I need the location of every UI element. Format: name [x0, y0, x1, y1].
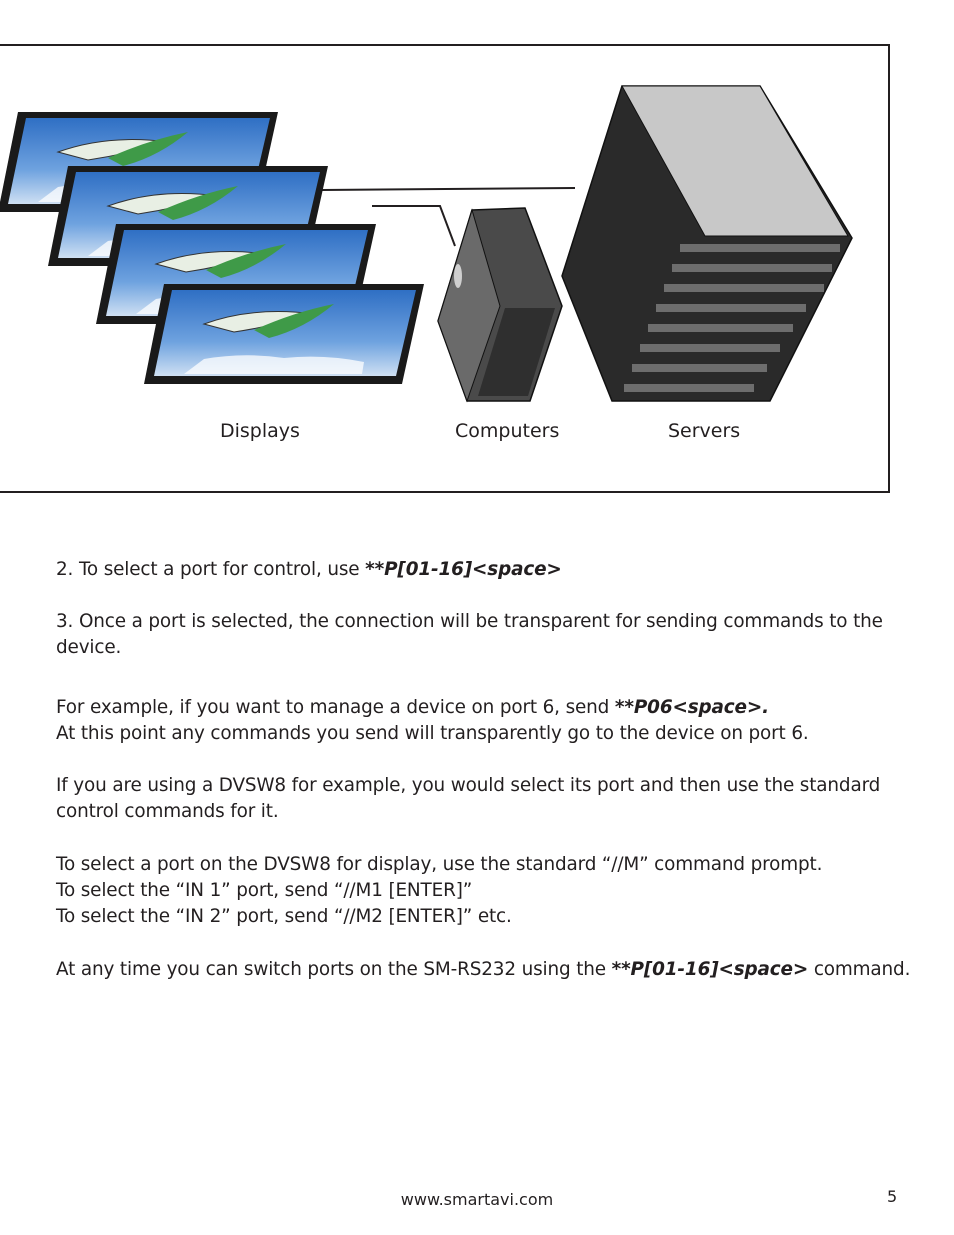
dvsw8-paragraph: If you are using a DVSW8 for example, yo… — [56, 773, 916, 825]
switch-ports-text: At any time you can switch ports on the … — [56, 959, 612, 980]
caption-displays: Displays — [220, 420, 300, 442]
dvsw8-text: If you are using a DVSW8 for example, yo… — [56, 775, 881, 822]
server-rack-icon — [561, 85, 853, 402]
example-command: **P06<space>. — [614, 697, 769, 718]
dvsw8-display-paragraph: To select a port on the DVSW8 for displa… — [56, 852, 916, 930]
computer-tower-icon — [437, 207, 563, 403]
dvsw8-line1: To select a port on the DVSW8 for displa… — [56, 854, 823, 875]
step-select-port-text: 2. To select a port for control, use — [56, 559, 366, 580]
step-select-port: 2. To select a port for control, use **P… — [56, 557, 916, 583]
caption-computers: Computers — [455, 420, 560, 442]
switch-ports-paragraph: At any time you can switch ports on the … — [56, 957, 936, 983]
diagram-illustration — [0, 85, 853, 403]
example-text: For example, if you want to manage a dev… — [56, 697, 615, 718]
dvsw8-line2: To select the “IN 1” port, send “//M1 [E… — [56, 880, 473, 901]
page-number: 5 — [887, 1187, 898, 1206]
port-command: **P[01-16]<space> — [365, 559, 562, 580]
step-transparent: 3. Once a port is selected, the connecti… — [56, 609, 916, 661]
switch-ports-suffix: command. — [808, 959, 911, 980]
switch-ports-command: **P[01-16]<space> — [611, 959, 809, 980]
cables — [321, 187, 576, 247]
example-line2: At this point any commands you send will… — [56, 723, 809, 744]
dvsw8-line3: To select the “IN 2” port, send “//M2 [E… — [56, 906, 512, 927]
caption-servers: Servers — [668, 420, 741, 442]
step-transparent-text: 3. Once a port is selected, the connecti… — [56, 611, 883, 658]
footer-url: www.smartavi.com — [400, 1190, 554, 1209]
diagram-figure: Displays Computers Servers — [0, 44, 890, 493]
example-paragraph: For example, if you want to manage a dev… — [56, 695, 916, 747]
display-icon — [0, 111, 425, 385]
